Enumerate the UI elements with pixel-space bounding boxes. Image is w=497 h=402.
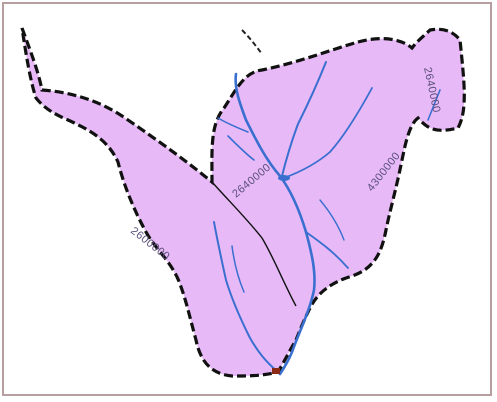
southeast-tributary xyxy=(305,231,349,269)
southeast-tributary-2 xyxy=(319,199,345,241)
north-tributary xyxy=(281,61,327,177)
river-network xyxy=(213,61,441,376)
right-tributary xyxy=(427,89,441,121)
outlet-marker xyxy=(272,368,280,374)
watershed-boundary xyxy=(20,27,466,378)
left-basin-river xyxy=(213,221,279,373)
west-tributary-2 xyxy=(217,117,249,133)
sub-basin-divide xyxy=(211,181,297,307)
east-tributary xyxy=(283,87,373,179)
watershed-area xyxy=(22,28,465,376)
lake-icon xyxy=(278,175,290,181)
inflow-stub xyxy=(241,29,263,55)
left-basin-tributary xyxy=(231,245,245,293)
west-tributary xyxy=(227,135,255,161)
